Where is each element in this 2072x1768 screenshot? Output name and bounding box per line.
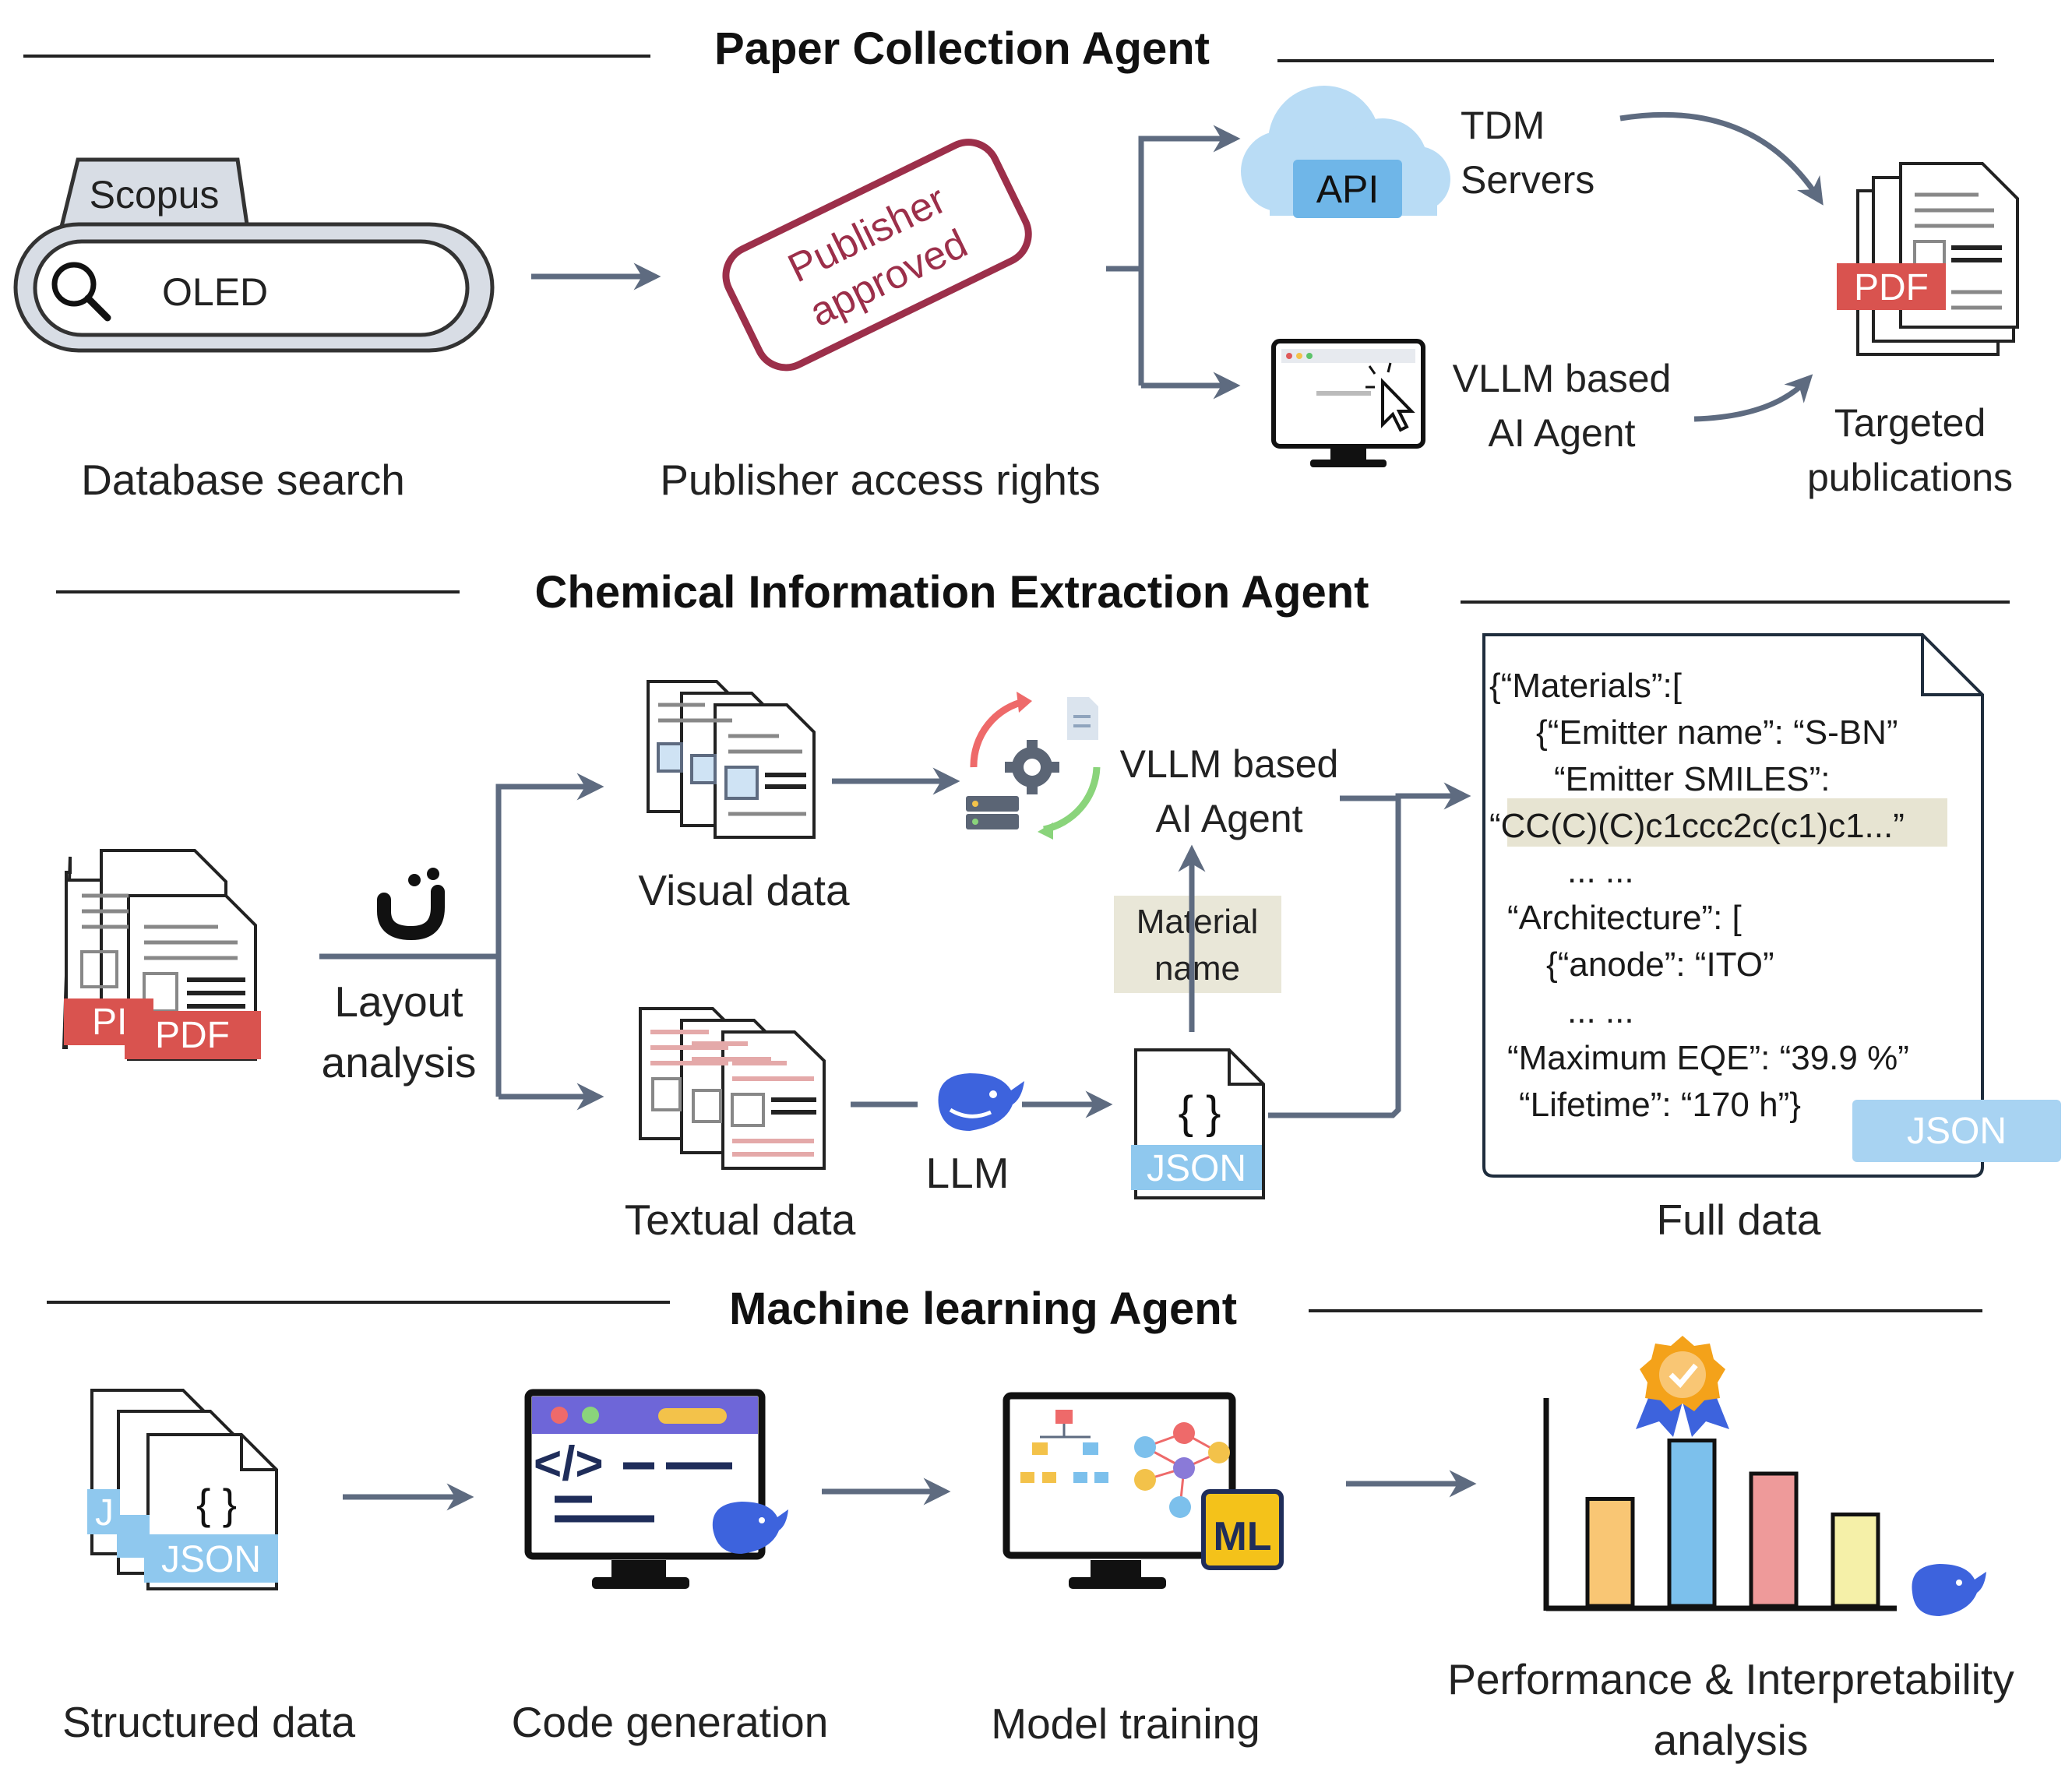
section-extraction: Chemical Information Extraction Agent PI… [56,567,2061,1244]
targeted-line-2: publications [1807,456,2013,499]
visual-data-docs [647,680,816,839]
json-badge-extracted: JSON [1147,1148,1246,1189]
pdf-stack-input: PI PDF [62,849,261,1061]
vllm-line-2: AI Agent [1488,411,1635,455]
performance-bar-chart [1543,1398,1897,1611]
json-braces-structured: { } [196,1480,237,1528]
section-title-extraction: Chemical Information Extraction Agent [535,567,1369,618]
layout-line-1: Layout [334,977,463,1026]
vllm-agent-line-1: VLLM based [1120,742,1339,786]
database-search-label: Database search [81,456,405,504]
json-line-6: “Architecture”: [ [1507,899,1742,937]
json-braces-extracted: { } [1179,1087,1221,1138]
json-line-4: “CC(C)(C)c1ccc2c(c1)c1...” [1489,807,1905,845]
tdm-line-2: Servers [1461,158,1595,202]
full-data-document: {“Materials”:[ {“Emitter name”: “S-BN” “… [1482,633,2061,1178]
chart-bar-3 [1749,1471,1799,1608]
vllm-line-1: VLLM based [1453,357,1672,400]
layout-line-2: analysis [322,1038,477,1087]
ml-badge: ML [1213,1514,1271,1559]
json-line-9: “Maximum EQE”: “39.9 %” [1507,1039,1909,1077]
material-name-box [1114,896,1281,993]
pdf-badge-targeted: PDF [1854,267,1929,308]
svg-text:</>: </> [534,1437,604,1491]
award-medal-icon [1636,1336,1729,1437]
code-generation-label: Code generation [512,1698,829,1746]
monitor-cursor-icon [1271,339,1425,467]
vllm-agent-line-2: AI Agent [1155,797,1302,840]
ai-agent-gear-icon [966,692,1101,840]
chart-bar-4 [1831,1513,1880,1608]
json-badge-back: J [95,1492,114,1534]
json-line-1: {“Materials”:[ [1489,667,1682,705]
json-line-10: “Lifetime”: “170 h”} [1519,1086,1801,1124]
json-line-5: ... ... [1567,852,1634,890]
publisher-approved-stamp: Publisher approved [722,139,1032,372]
cloud-icon: API [1241,86,1450,218]
api-label: API [1316,167,1380,211]
pdf-badge-back: PI [92,1002,127,1043]
textual-data-docs [639,1007,826,1170]
scopus-tab-label: Scopus [90,173,220,217]
material-line-1: Material [1136,903,1259,941]
tdm-line-1: TDM [1461,104,1545,147]
arrow-agent-to-full [1340,782,1471,810]
visual-data-label: Visual data [638,866,850,914]
pdf-badge-front: PDF [155,1015,230,1056]
textual-data-label: Textual data [625,1196,856,1244]
smiles-highlight [1507,798,1947,847]
json-badge-structured: JSON [161,1539,261,1580]
search-icon [51,262,111,322]
deepseek-whale-icon-perf [1912,1564,1986,1616]
scopus-search-box: Scopus OLED [13,157,495,353]
structured-json-stack: J { } JSON [87,1389,278,1590]
arrow-json-to-full [1268,798,1401,1118]
search-query: OLED [162,270,268,314]
section-machine-learning: Machine learning Agent J { } JSON Struct… [47,1284,2014,1764]
model-training-icon: ML [1003,1392,1284,1589]
targeted-line-1: Targeted [1834,401,1986,445]
chart-bar-1 [1585,1497,1635,1608]
perf-line-1: Performance & Interpretability [1447,1655,2014,1703]
publisher-access-label: Publisher access rights [660,456,1101,504]
json-line-3: “Emitter SMILES”: [1554,760,1831,798]
structured-data-label: Structured data [62,1698,355,1746]
code-monitor-icon: </> [524,1389,788,1589]
json-line-2: {“Emitter name”: “S-BN” [1536,713,1898,752]
model-training-label: Model training [991,1699,1260,1748]
section-paper-collection: Paper Collection Agent Scopus OLED Datab… [13,23,2019,504]
arrow-to-visual [495,773,604,1097]
json-line-7: {“anode”: “ITO” [1546,946,1774,984]
full-data-label: Full data [1657,1196,1821,1244]
json-badge-full: JSON [1907,1111,2007,1152]
material-line-2: name [1154,949,1240,988]
chart-bar-2 [1667,1439,1717,1608]
json-line-8: ... ... [1567,992,1634,1030]
llm-label: LLM [926,1149,1010,1197]
arrow-tdm-to-pdfs [1619,111,1824,206]
perf-line-2: analysis [1654,1716,1809,1764]
deepseek-whale-icon [938,1073,1024,1131]
section-title-collection: Paper Collection Agent [714,23,1210,74]
json-doc-extracted: { } JSON [1131,1048,1265,1199]
section-title-ml: Machine learning Agent [729,1284,1237,1334]
arrow-vllm-to-pdfs [1693,374,1813,422]
layout-analysis-icon [377,868,445,941]
targeted-publications-stack: PDF [1837,162,2019,356]
arrow-to-tdm [1138,125,1241,386]
